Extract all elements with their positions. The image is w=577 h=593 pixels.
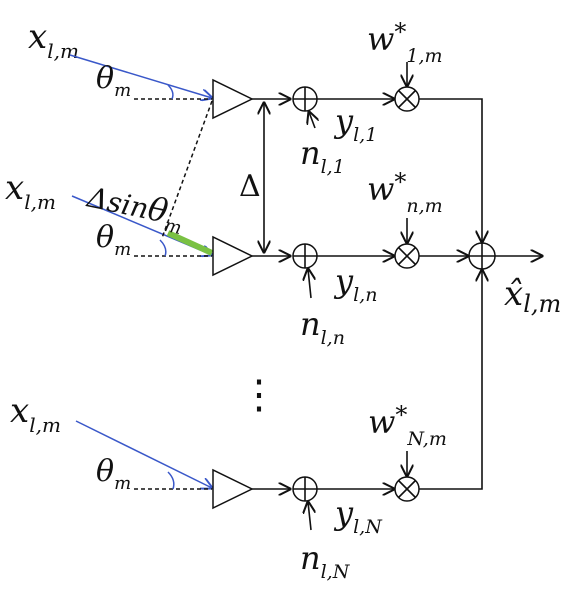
row-1-weight-label: w*1,m [367, 18, 443, 67]
row-1-input-label: xl,m [28, 17, 79, 63]
row-N-antenna-element [212, 468, 254, 510]
row-N: xl,m θm nl,N yl,N w*N,m [10, 270, 482, 583]
beamformer-output-label: x̂l,m [504, 274, 561, 318]
row-N-noise-adder [292, 476, 318, 502]
row-n-noise-adder [292, 243, 318, 269]
row-N-signal-label: yl,N [333, 494, 383, 538]
row-1-angle-label: θm [96, 61, 131, 101]
row-N-incident-ray [75, 420, 212, 488]
row-N-angle-label: θm [96, 454, 131, 494]
row-n-angle-label: θm [96, 220, 131, 260]
wavefront-dashed-line [161, 100, 213, 239]
row-1-weight-multiplier [394, 86, 420, 112]
row-n-input-label: xl,m [5, 168, 56, 214]
row-n-weight-multiplier [394, 243, 420, 269]
more-elements-ellipsis: ⋮ [239, 372, 279, 418]
row-1-antenna-element [212, 78, 254, 120]
row-1-signal-label: yl,1 [333, 102, 377, 146]
row-1-angle-arc [167, 84, 174, 100]
row-1-incident-ray [69, 54, 212, 98]
row-1-noise-label: nl,1 [300, 134, 345, 178]
row-n-noise-arrow [308, 269, 311, 299]
row-n-antenna-element [212, 235, 254, 277]
row-N-weight-multiplier [394, 476, 420, 502]
row-N-angle-arc [167, 471, 175, 490]
row-1: xl,m θm nl,1 yl,1 w*1,m [28, 17, 482, 242]
row-N-input-label: xl,m [10, 391, 61, 437]
summing-combiner [468, 242, 496, 270]
row-1-noise-adder [292, 86, 318, 112]
row-1-output-wire [419, 98, 482, 242]
element-spacing-label: Δ [239, 169, 261, 204]
element-spacing-indicator: Δ [239, 103, 264, 252]
row-N-weight-label: w*N,m [368, 401, 447, 450]
row-n-angle-arc [159, 239, 167, 257]
row-n: xl,m θm Δsinθm nl,n yl,n w*n,m [5, 168, 468, 349]
row-n-weight-label: w*n,m [367, 168, 443, 217]
row-1-noise-arrow [309, 112, 315, 129]
row-N-noise-arrow [308, 502, 311, 531]
row-n-signal-label: yl,n [333, 262, 377, 306]
path-difference-segment [166, 230, 214, 256]
row-N-noise-label: nl,N [300, 539, 351, 583]
row-n-noise-label: nl,n [300, 305, 345, 349]
row-N-output-wire [419, 270, 482, 490]
